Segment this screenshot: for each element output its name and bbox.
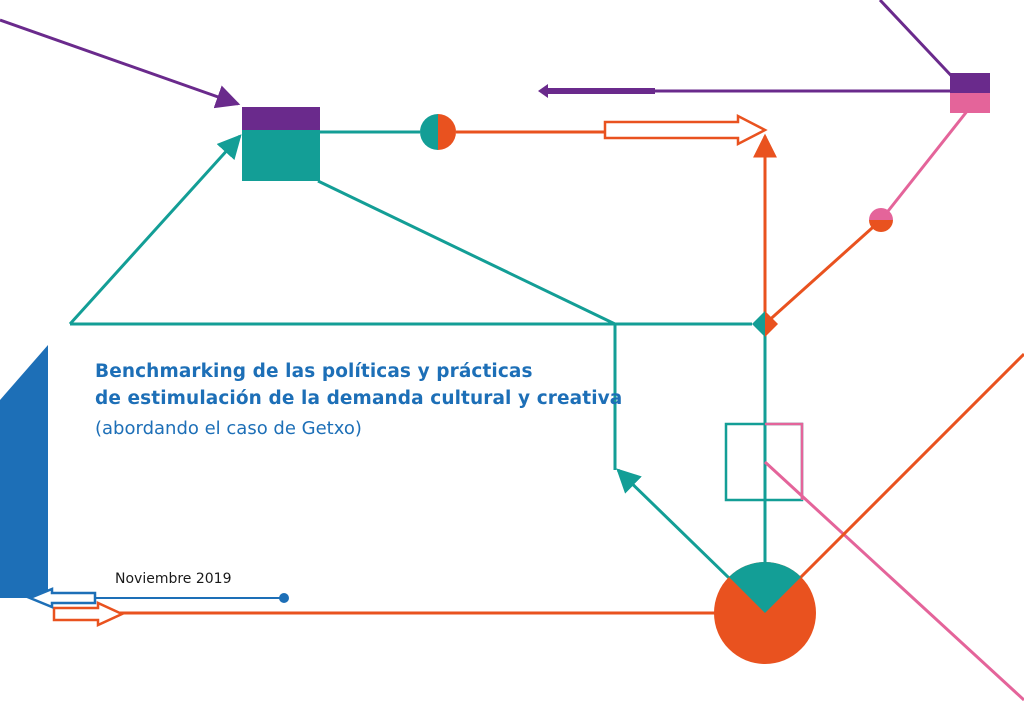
orange-line-diagonal: [763, 352, 1024, 615]
teal-line-to-square: [68, 134, 242, 326]
orange-outline-arrow-bottom: [52, 601, 126, 627]
purple-square-top-right: [950, 73, 990, 93]
document-title-line-1: Benchmarking de las políticas y práctica…: [95, 361, 533, 382]
document-date: Noviembre 2019: [115, 571, 232, 587]
outline-square-pink: [765, 422, 804, 500]
split-circle-large: [714, 562, 816, 664]
purple-arrow-left: [538, 84, 655, 98]
split-circle-small: [420, 114, 456, 150]
blue-side-bar: [0, 345, 48, 598]
title-block: Benchmarking de las políticas y práctica…: [95, 358, 655, 442]
purple-square-top: [242, 107, 320, 130]
teal-line-diagonal: [317, 179, 616, 326]
pink-line-diagonal: [763, 460, 1024, 702]
document-subtitle: (abordando el caso de Getxo): [95, 418, 362, 439]
pink-orange-dot: [869, 208, 893, 232]
teal-square-bottom: [242, 130, 320, 181]
teal-orange-diamond: [752, 311, 778, 337]
orange-line-to-dot: [763, 218, 883, 326]
document-title-line-2: de estimulación de la demanda cultural y…: [95, 388, 623, 409]
blue-outline-arrow-left: [26, 587, 97, 609]
pink-square-top-right: [950, 93, 990, 113]
pink-line-to-square: [879, 109, 970, 221]
purple-line-top-right: [878, 0, 962, 87]
orange-outline-arrow-right: [603, 113, 768, 147]
purple-line-top-left: [0, 18, 241, 109]
blue-end-dot: [279, 593, 289, 603]
